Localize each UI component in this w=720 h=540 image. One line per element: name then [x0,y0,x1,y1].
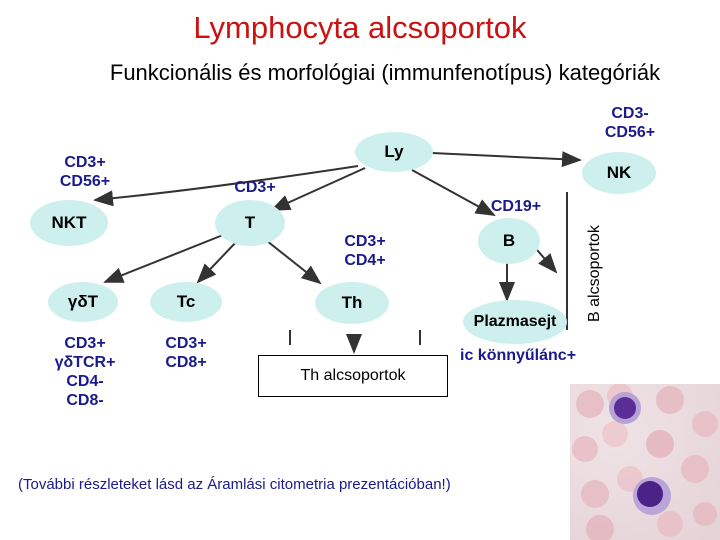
edge-ly-t [270,167,366,211]
node-nk: NK [582,152,656,194]
node-nkt: NKT [30,200,108,246]
edge-t-tc [196,239,239,284]
footnote: (További részleteket lásd az Áramlási ci… [18,476,451,493]
label-tc-markers: CD3+ CD8+ [165,335,207,371]
node-ly: Ly [355,132,433,172]
node-plazmasejt: Plazmasejt [463,300,567,344]
edge-ly-nkt [93,165,359,207]
label-cd3-cd56-nk: CD3- CD56+ [604,105,656,141]
label-light-chain: ic könnyűlánc+ [460,347,577,364]
node-b: B [478,218,540,264]
node-th: Th [315,282,389,324]
node-tc: Tc [150,282,222,322]
edge-t-th [261,236,322,285]
label-cd3-cd4-th: CD3+ CD4+ [344,233,386,269]
label-cd3-t: CD3+ [234,179,276,196]
label-cd19-b: CD19+ [490,198,542,215]
edge-ly-nk [431,151,582,168]
node-gdt: γδT [48,282,118,322]
page-subtitle: Funkcionális és morfológiai (immunfenotí… [109,60,661,85]
label-gdt-markers: CD3+ γδTCR+ CD4- CD8- [54,335,116,409]
b-subgroups-label: B alcsoportok [586,225,603,322]
edge-ly-b [411,169,496,216]
page-title: Lymphocyta alcsoportok [193,10,527,45]
th-subgroups-box: Th alcsoportok [258,355,448,397]
node-t: T [215,200,285,246]
label-cd3-cd56-nkt: CD3+ CD56+ [59,154,111,190]
blood-smear-image [572,384,718,540]
blood-smear-micrograph [570,384,720,540]
edge-t-gdt [103,232,229,283]
